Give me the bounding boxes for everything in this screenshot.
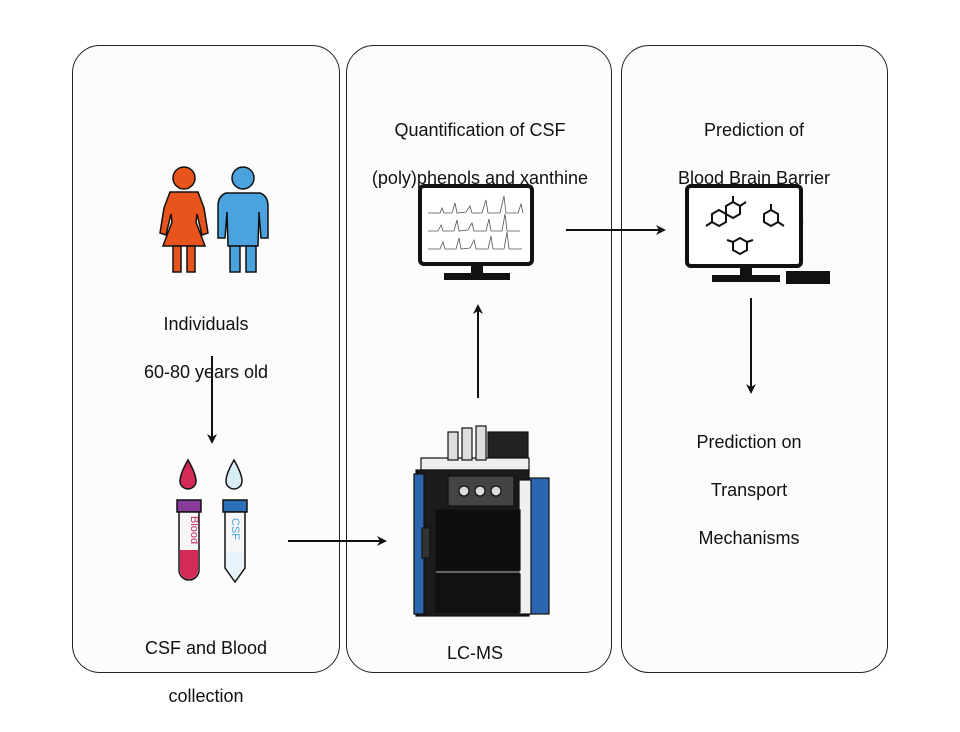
chromatogram-monitor-icon [418, 184, 534, 280]
lcms-label: LC-MS [446, 643, 503, 663]
blood-drop-icon [179, 458, 197, 490]
panel-sampling [72, 45, 340, 673]
prediction-line1: Prediction of [703, 120, 805, 140]
csf-tube-label: CSF [229, 518, 241, 540]
transport-line1: Prediction on [696, 432, 802, 452]
blood-tube-label: Blood [188, 516, 200, 544]
collection-label: CSF and Blood collection [92, 612, 320, 732]
molecule-icon [705, 196, 785, 256]
transport-line3: Mechanisms [698, 528, 800, 548]
transport-line2: Transport [710, 480, 788, 500]
csf-tube-icon: CSF [222, 499, 248, 584]
transport-label: Prediction on Transport Mechanisms [634, 406, 864, 574]
csf-drop-icon [225, 458, 243, 490]
individuals-label: Individuals 60-80 years old [92, 288, 320, 408]
quantification-line2: (poly)phenols and xanthine [371, 168, 589, 188]
collection-line2: collection [168, 686, 244, 706]
individuals-line1: Individuals [163, 314, 249, 334]
lcms-instrument-icon [413, 425, 550, 617]
prediction-monitor-icon [685, 184, 830, 284]
collection-line1: CSF and Blood [144, 638, 268, 658]
male-icon [217, 166, 269, 273]
prediction-line2: Blood Brain Barrier [677, 168, 831, 188]
panel-prediction [621, 45, 888, 673]
blood-tube-icon: Blood [176, 499, 202, 581]
female-icon [159, 166, 209, 273]
individuals-line2: 60-80 years old [143, 362, 269, 382]
quantification-line1: Quantification of CSF [394, 120, 566, 140]
